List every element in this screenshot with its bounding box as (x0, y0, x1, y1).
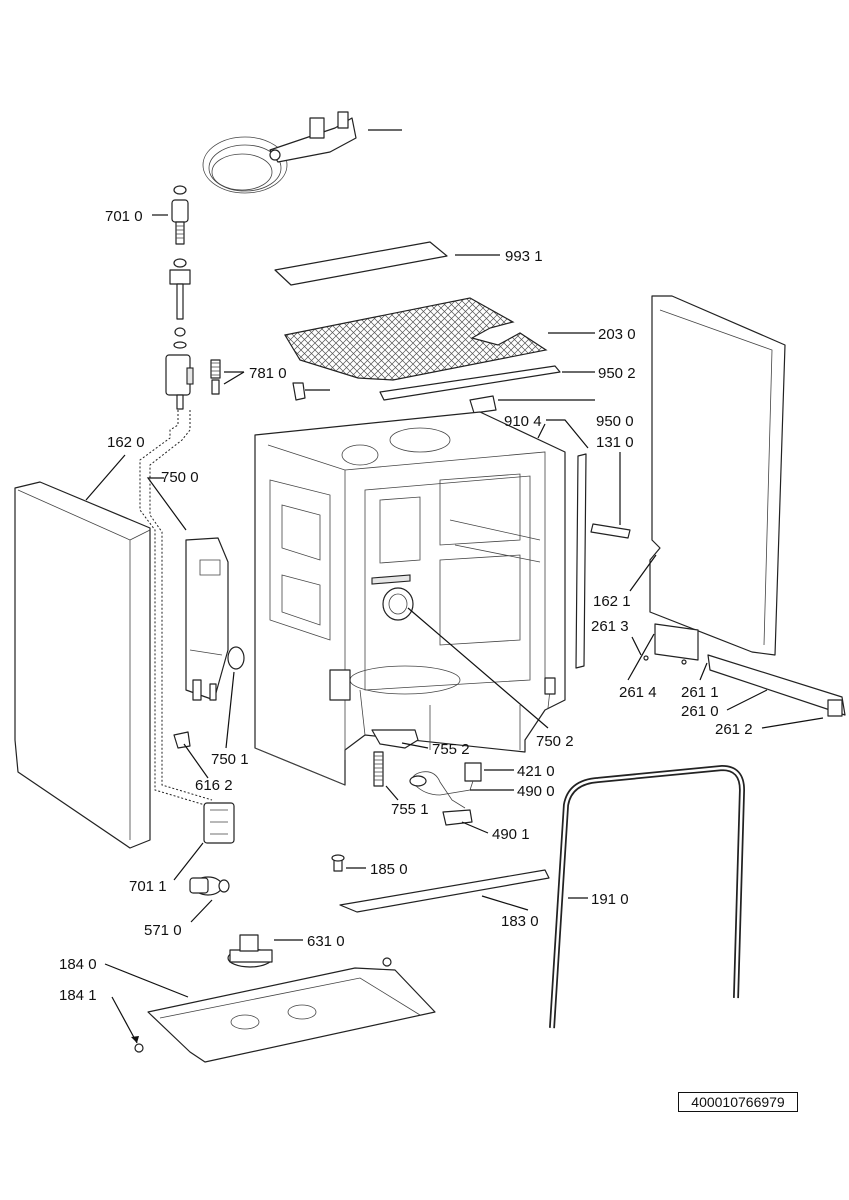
rail-end-cap-part (827, 699, 843, 717)
bottom-crossbar-part (339, 869, 550, 913)
label-616-2: 616 2 (195, 777, 233, 794)
label-750-2: 750 2 (536, 733, 574, 750)
label-571-0: 571 0 (144, 922, 182, 939)
label-781-0: 781 0 (249, 365, 287, 382)
arrow-head (131, 1036, 139, 1043)
label-184-0: 184 0 (59, 956, 97, 973)
label-261-3: 261 3 (591, 618, 629, 635)
base-pan-part (147, 957, 436, 1063)
label-191-0: 191 0 (591, 891, 629, 908)
hose-route-dashed (139, 410, 206, 806)
hinge-part (590, 523, 631, 539)
drain-pump-part (189, 876, 230, 896)
label-490-1: 490 1 (492, 826, 530, 843)
leader-lines (85, 129, 824, 1044)
clip-part (173, 731, 191, 749)
foot-screw-part (134, 1043, 144, 1053)
water-valve-part (165, 185, 194, 410)
part-labels: 701 0 993 1 203 0 950 2 781 0 910 4 950 … (59, 208, 753, 1004)
label-755-2: 755 2 (432, 741, 470, 758)
switch-part (464, 762, 482, 782)
screw-part (331, 854, 345, 872)
drain-valve-part (203, 802, 235, 844)
inlet-hose-part (202, 111, 357, 194)
label-261-4: 261 4 (619, 684, 657, 701)
label-261-0: 261 0 (681, 703, 719, 720)
label-750-0: 750 0 (161, 469, 199, 486)
label-701-1: 701 1 (129, 878, 167, 895)
spring-part (373, 751, 384, 787)
door-slide-rail-part (707, 654, 846, 716)
left-side-panel-part (14, 481, 151, 849)
label-162-1: 162 1 (593, 593, 631, 610)
insulation-blanket-part (284, 297, 548, 381)
label-162-0: 162 0 (107, 434, 145, 451)
top-rail-part (379, 365, 561, 401)
side-rail-part (575, 453, 587, 669)
right-side-panel-part (649, 295, 786, 656)
gasket-ring-part (227, 646, 245, 670)
label-421-0: 421 0 (517, 763, 555, 780)
connector-part (442, 809, 473, 826)
insulation-strip-part (274, 241, 448, 286)
label-131-0: 131 0 (596, 434, 634, 451)
spring-clips-part (210, 359, 306, 401)
bracket-screw-part (643, 655, 649, 661)
label-993-1: 993 1 (505, 248, 543, 265)
label-490-0: 490 0 (517, 783, 555, 800)
label-750-1: 750 1 (211, 751, 249, 768)
label-950-0: 950 0 (596, 413, 634, 430)
tub-sensor-part (371, 574, 414, 621)
label-950-2: 950 2 (598, 365, 636, 382)
label-755-1: 755 1 (391, 801, 429, 818)
heat-exchanger-part (185, 537, 229, 701)
label-261-1: 261 1 (681, 684, 719, 701)
top-bracket-part (469, 395, 497, 414)
label-910-4: 910 4 (504, 413, 542, 430)
document-code-box: 400010766979 (678, 1092, 798, 1112)
label-631-0: 631 0 (307, 933, 345, 950)
label-203-0: 203 0 (598, 326, 636, 343)
label-261-2: 261 2 (715, 721, 753, 738)
label-701-0: 701 0 (105, 208, 143, 225)
circulation-pump-base-part (227, 934, 273, 968)
label-185-0: 185 0 (370, 861, 408, 878)
label-183-0: 183 0 (501, 913, 539, 930)
door-bracket-part (654, 623, 699, 661)
label-184-1: 184 1 (59, 987, 97, 1004)
